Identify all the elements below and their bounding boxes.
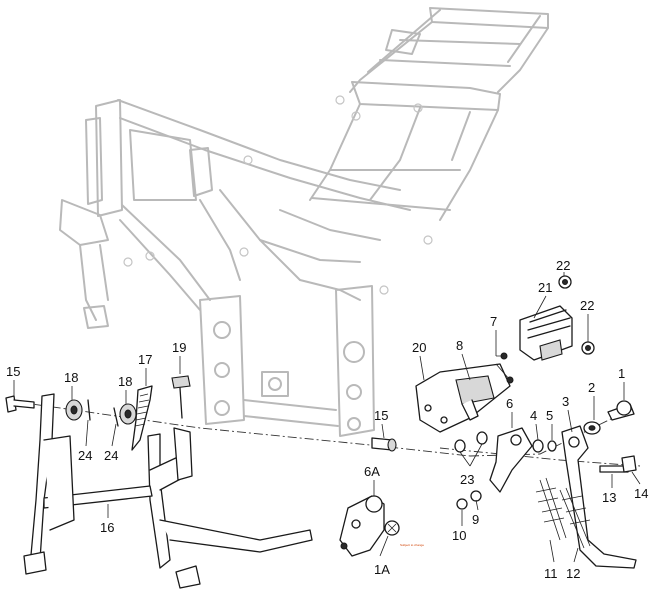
side-stand-switch xyxy=(455,375,495,421)
callout-6: 6 xyxy=(506,396,513,411)
nut-22-top xyxy=(558,275,572,289)
callout-21: 21 xyxy=(538,280,552,295)
side-stand xyxy=(561,425,637,569)
callout-10: 10 xyxy=(452,528,466,543)
assembly-axis-lower xyxy=(439,447,641,467)
nut-9 xyxy=(470,490,482,502)
callout-15-left: 15 xyxy=(6,364,20,379)
ecu-module xyxy=(519,305,573,361)
washer-5 xyxy=(547,440,557,452)
callout-8: 8 xyxy=(456,338,463,353)
callout-18-right: 18 xyxy=(118,374,132,389)
side-stand-bracket xyxy=(489,427,533,493)
bolt-1 xyxy=(607,400,635,421)
callout-1a: 1A xyxy=(374,562,390,577)
bolt-14 xyxy=(621,455,637,473)
collar-4 xyxy=(532,439,544,453)
motorcycle-frame xyxy=(59,7,549,437)
bolt-15-left xyxy=(5,395,35,413)
callout-9: 9 xyxy=(472,512,479,527)
bushing-18-right xyxy=(119,403,137,425)
callout-1: 1 xyxy=(618,366,625,381)
callout-24-left: 24 xyxy=(78,448,92,463)
assembly-axis-main xyxy=(17,401,471,457)
callout-17: 17 xyxy=(138,352,152,367)
part-1a xyxy=(384,520,400,536)
washers-23 xyxy=(454,431,488,453)
callout-11: 11 xyxy=(544,566,558,581)
callout-23: 23 xyxy=(460,472,474,487)
callout-6a: 6A xyxy=(364,464,380,479)
stamp-text: Subject to change xyxy=(400,543,424,547)
assembly-6a xyxy=(339,495,385,557)
callout-labels: 1 1A 2 3 4 5 6 6A 7 8 9 10 11 12 13 14 1… xyxy=(6,258,648,581)
callout-24-right: 24 xyxy=(104,448,118,463)
callout-7: 7 xyxy=(490,314,497,329)
callout-22-top: 22 xyxy=(556,258,570,273)
callout-14: 14 xyxy=(634,486,648,501)
callout-3: 3 xyxy=(562,394,569,409)
callout-15-middle: 15 xyxy=(374,408,388,423)
callout-19: 19 xyxy=(172,340,186,355)
callout-13: 13 xyxy=(602,490,616,505)
pin-24-right xyxy=(113,407,119,427)
bushing-18-left xyxy=(65,399,83,421)
pin-13 xyxy=(599,465,629,473)
callout-20: 20 xyxy=(412,340,426,355)
nut-10 xyxy=(456,498,468,510)
callout-18-left: 18 xyxy=(64,370,78,385)
callout-5: 5 xyxy=(546,408,553,423)
nut-22-right xyxy=(581,341,595,355)
pin-24-left xyxy=(87,399,91,421)
bolt-15-middle xyxy=(371,437,397,452)
springs-11-12 xyxy=(535,477,591,549)
stand-bolt xyxy=(171,375,191,419)
callout-12: 12 xyxy=(566,566,580,581)
stand-spring xyxy=(131,385,153,451)
center-stand xyxy=(23,393,313,589)
washer-2 xyxy=(583,421,601,435)
callout-16: 16 xyxy=(100,520,114,535)
callout-4: 4 xyxy=(530,408,537,423)
assembly-axis-right xyxy=(469,411,626,457)
callout-2: 2 xyxy=(588,380,595,395)
callout-22-right: 22 xyxy=(580,298,594,313)
leader-lines xyxy=(13,272,641,563)
